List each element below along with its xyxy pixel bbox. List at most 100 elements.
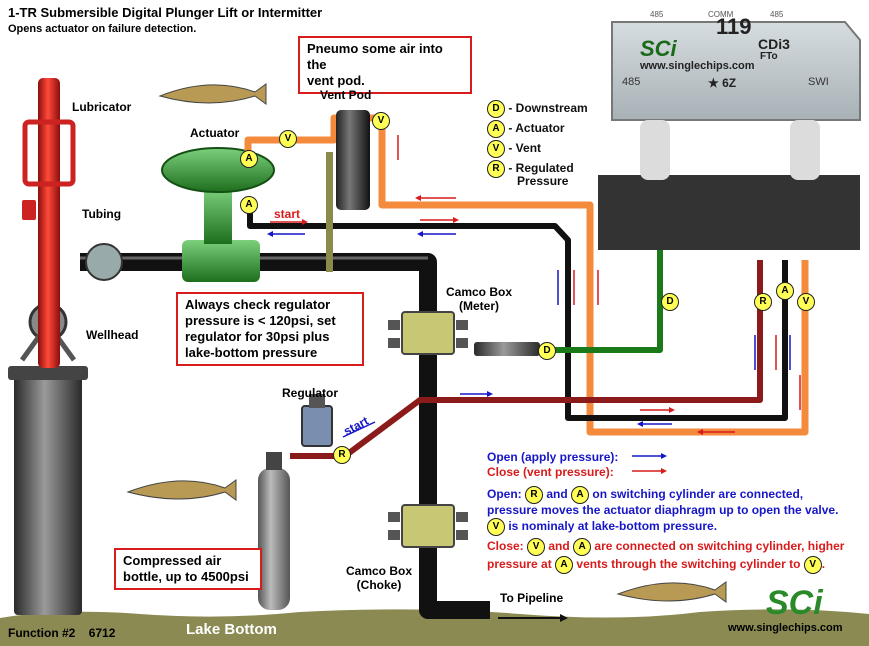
callout-bottle-line1: Compressed air [123, 553, 222, 568]
controller-sub: FTo [760, 51, 778, 62]
explain-close-vents: vents through the switching cylinder to [576, 557, 801, 572]
key-d-badge: D [487, 100, 505, 118]
actuator-stem [204, 188, 232, 244]
label-camco-choke-line2: (Choke) [356, 578, 402, 592]
key-a-badge: A [487, 120, 505, 138]
label-camco-meter-line1: Camco Box [446, 285, 513, 299]
key-r-badge: R [487, 160, 505, 178]
fish-icon [126, 83, 727, 603]
lake-bottom-ground [0, 609, 869, 646]
footer-function-code: 6712 [88, 626, 116, 640]
badge-v-actuator: V [279, 130, 297, 148]
explain-close-word: Close: [487, 539, 524, 554]
label-actuator: Actuator [190, 126, 240, 140]
explain-close-a-badge: A [573, 538, 592, 556]
badge-d-meter: D [538, 342, 556, 360]
tubing-valve [85, 243, 123, 281]
label-camco-choke: Camco Box (Choke) [346, 564, 412, 592]
label-to-pipeline: To Pipeline [500, 591, 564, 605]
controller-port-2: 485 [770, 10, 784, 19]
key-d-label: - Downstream [508, 101, 588, 116]
actuator-line [247, 212, 788, 421]
explain-close-line1: Close: V and A are connected on switchin… [487, 538, 844, 556]
key-downstream: D - Downstream [487, 100, 588, 118]
callout-regulator-line2: pressure is < 120psi, set [185, 313, 336, 328]
legend-close-arrowhead [661, 468, 667, 474]
badge-a-actuator: A [240, 150, 258, 168]
explain-open-and: and [546, 487, 568, 502]
flow-arrows [267, 135, 801, 438]
label-lake-bottom: Lake Bottom [186, 621, 277, 638]
camco-box-choke [388, 504, 468, 548]
legend-close: Close (vent pressure): [487, 465, 614, 479]
controller-right-label: SWI [808, 76, 829, 88]
callout-bottle-line2: bottle, up to 4500psi [123, 569, 249, 584]
callout-pneumo-line2: vent pod. [307, 73, 365, 88]
explain-open-line1: Open: R and A on switching cylinder are … [487, 486, 803, 504]
callout-regulator-line3: regulator for 30psi plus [185, 329, 330, 344]
footer-logo: SCi [766, 584, 823, 622]
label-start-top: start [274, 207, 301, 221]
explain-close-rest: are connected on switching cylinder, hig… [594, 539, 845, 554]
explain-close-a2-badge: A [555, 556, 574, 574]
lubricator-side [22, 200, 36, 220]
regulated-line [290, 260, 763, 459]
lubricator-frame [22, 119, 76, 187]
callout-pneumo: Pneumo some air into the vent pod. [298, 36, 472, 94]
controller-model: CDi3 [758, 36, 790, 52]
explain-open-r-badge: R [525, 486, 544, 504]
label-regulator: Regulator [282, 386, 339, 400]
explain-close-v-badge: V [527, 538, 546, 556]
footer-function-label: Function #2 [8, 626, 76, 640]
footer-function: Function #2 6712 [8, 626, 115, 640]
controller-port-1: 485 [650, 10, 664, 19]
explain-close-and: and [548, 539, 570, 554]
explain-close-period: . [821, 557, 826, 572]
key-v-badge: V [487, 140, 505, 158]
key-v-label: - Vent [508, 141, 542, 156]
actuator-valve-body [182, 240, 260, 282]
explain-close-pressure: pressure at [487, 557, 552, 572]
explain-open-a-badge: A [571, 486, 590, 504]
callout-pneumo-line1: Pneumo some air into the [307, 41, 443, 72]
controller-code: ★ 6Z [708, 76, 737, 90]
well-casing-cap [8, 366, 88, 380]
badge-v-controller: V [797, 293, 815, 311]
label-camco-meter: Camco Box (Meter) [446, 285, 512, 313]
label-camco-choke-line1: Camco Box [346, 564, 413, 578]
callout-regulator-check: Always check regulator pressure is < 120… [176, 292, 364, 366]
callout-bottle: Compressed air bottle, up to 4500psi [114, 548, 262, 590]
controller-port-comm: COMM [708, 10, 734, 19]
air-bottle [258, 468, 290, 610]
footer-url: www.singlechips.com [728, 622, 843, 634]
badge-d-controller: D [661, 293, 679, 311]
explain-open-line3: V is nominaly at lake-bottom pressure. [487, 518, 717, 536]
explain-open-line2: pressure moves the actuator diaphragm up… [487, 503, 839, 517]
explain-close-v2-badge: V [803, 556, 822, 574]
controller-enclosure [598, 21, 861, 250]
controller-left-label: 485 [622, 76, 641, 88]
regulator-device [301, 394, 333, 447]
label-tubing: Tubing [82, 207, 122, 221]
well-casing [14, 375, 82, 615]
key-r-label: - Regulated [508, 161, 574, 176]
key-actuator: A - Actuator [487, 120, 565, 138]
legend-open-arrowhead [661, 453, 667, 459]
camco-box-meter [388, 311, 540, 356]
lubricator-column [38, 78, 60, 368]
label-vent-pod: Vent Pod [320, 88, 372, 102]
vent-pod [336, 110, 370, 210]
label-lubricator: Lubricator [72, 100, 132, 114]
page-title: 1-TR Submersible Digital Plunger Lift or… [8, 5, 323, 20]
explain-open-rest: on switching cylinder are connected, [592, 487, 804, 502]
page-subtitle: Opens actuator on failure detection. [8, 23, 197, 35]
badge-v-pod: V [372, 112, 390, 130]
explain-open-word: Open: [487, 487, 522, 502]
controller-brand-logo: SCi [640, 36, 677, 61]
controller-number: 119 [716, 14, 752, 39]
key-vent: V - Vent [487, 140, 541, 158]
controller-url: www.singlechips.com [640, 60, 755, 72]
vent-pod-stem [326, 152, 333, 272]
